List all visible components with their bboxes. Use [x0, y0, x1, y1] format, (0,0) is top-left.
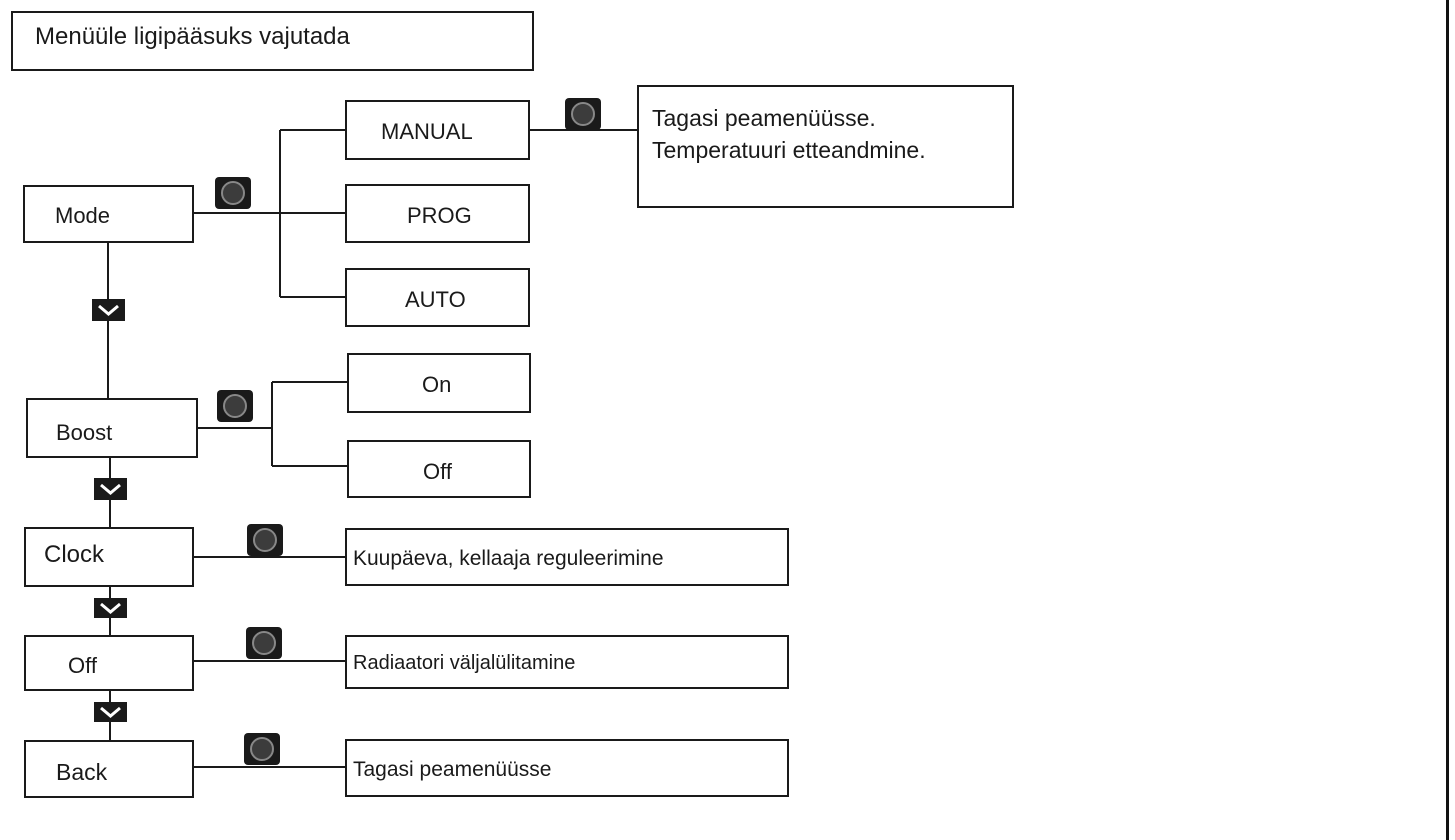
boost-option-off-label: Off — [423, 459, 452, 484]
menu-item-back-label: Back — [56, 759, 108, 785]
mode-option-auto-label: AUTO — [405, 287, 466, 312]
boost-option-on: On — [347, 353, 531, 413]
back-result-text: Tagasi peamenüüsse — [353, 758, 552, 781]
clock-result-box: Kuupäeva, kellaaja reguleerimine — [345, 528, 789, 586]
mode-option-auto: AUTO — [345, 268, 530, 327]
manual-result-box: Tagasi peamenüüsse. Temperatuuri etteand… — [637, 85, 1014, 208]
menu-item-mode-label: Mode — [55, 203, 111, 228]
round-button-icon — [244, 733, 280, 765]
mode-option-prog: PROG — [345, 184, 530, 243]
manual-result-line2: Temperatuuri etteandmine. — [652, 137, 926, 163]
boost-option-on-label: On — [422, 372, 452, 397]
off-result-box: Radiaatori väljalülitamine — [345, 635, 789, 689]
menu-item-mode: Mode — [23, 185, 194, 243]
round-button-icon — [217, 390, 253, 422]
menu-item-boost: Boost — [26, 398, 198, 458]
next-buttons — [92, 299, 127, 722]
menu-item-back: Back — [24, 740, 194, 798]
down-arrow-button-icon — [94, 478, 127, 500]
round-button-icon — [247, 524, 283, 556]
back-result-box: Tagasi peamenüüsse — [345, 739, 789, 797]
menu-item-clock: Clock — [24, 527, 194, 587]
round-button-icon — [565, 98, 601, 130]
menu-item-clock-label: Clock — [44, 541, 105, 568]
right-border-line — [1446, 0, 1449, 840]
down-arrow-button-icon — [92, 299, 125, 321]
round-button-icon — [246, 627, 282, 659]
menu-item-off-label: Off — [68, 653, 97, 678]
off-result-text: Radiaatori väljalülitamine — [353, 652, 576, 674]
menu-item-boost-label: Boost — [56, 420, 113, 445]
mode-option-manual: MANUAL — [345, 100, 530, 160]
clock-result-text: Kuupäeva, kellaaja reguleerimine — [353, 547, 664, 570]
down-arrow-button-icon — [94, 598, 127, 618]
mode-option-manual-label: MANUAL — [381, 119, 473, 144]
menu-item-off: Off — [24, 635, 194, 691]
boost-option-off: Off — [347, 440, 531, 498]
header-note-text: Menüüle ligipääsuks vajutada — [35, 23, 350, 50]
manual-result-line1: Tagasi peamenüüsse. — [652, 105, 876, 131]
down-arrow-button-icon — [94, 702, 127, 722]
round-button-icon — [215, 177, 251, 209]
header-note-box: Menüüle ligipääsuks vajutada — [11, 11, 534, 71]
mode-option-prog-label: PROG — [407, 203, 472, 228]
